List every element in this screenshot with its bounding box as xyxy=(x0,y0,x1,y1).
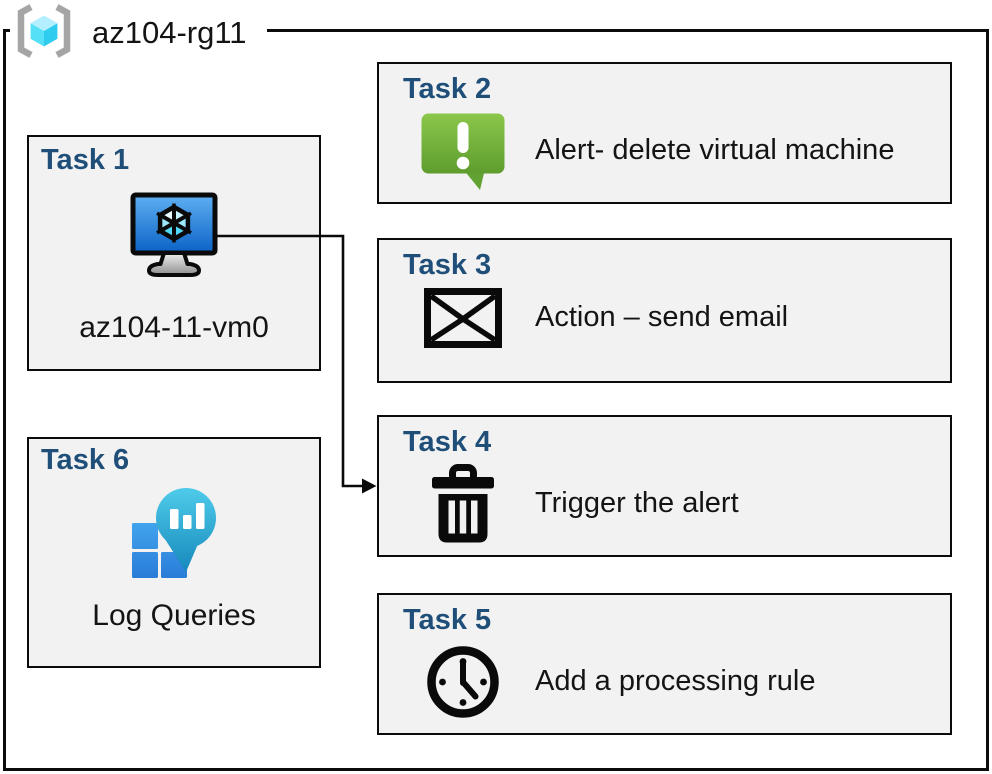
task-2-heading: Task 2 xyxy=(403,73,492,105)
task-5-box: Task 5 Add a processing rule xyxy=(377,593,952,735)
resource-group-frame xyxy=(3,29,989,771)
resource-group-header: az104-rg11 xyxy=(10,3,267,63)
log-analytics-icon xyxy=(126,484,222,585)
task-6-box: Task 6 Log Q xyxy=(27,437,321,668)
task-3-label: Action – send email xyxy=(535,301,789,334)
email-envelope-icon xyxy=(419,287,507,349)
task-6-heading: Task 6 xyxy=(41,444,130,476)
resource-group-icon xyxy=(14,3,74,64)
clock-schedule-icon xyxy=(419,642,507,722)
log-queries-label: Log Queries xyxy=(92,598,256,632)
task-3-heading: Task 3 xyxy=(403,249,492,281)
task-5-label: Add a processing rule xyxy=(535,665,816,698)
alert-message-icon xyxy=(419,111,507,191)
task-4-box: Task 4 Trigger the alert xyxy=(377,415,952,557)
task-3-box: Task 3 Action – send email xyxy=(377,238,952,383)
trash-delete-icon xyxy=(419,463,507,544)
resource-group-name: az104-rg11 xyxy=(92,15,247,50)
task-4-label: Trigger the alert xyxy=(535,487,739,520)
task-1-heading: Task 1 xyxy=(41,144,130,176)
task-4-heading: Task 4 xyxy=(403,426,492,458)
task-2-box: Task 2 Alert- delete virtual machine xyxy=(377,62,952,204)
virtual-machine-icon xyxy=(124,190,224,287)
task-1-box: Task 1 xyxy=(27,135,321,371)
task-5-heading: Task 5 xyxy=(403,604,492,636)
vm-name-label: az104-11-vm0 xyxy=(79,310,269,344)
task-2-label: Alert- delete virtual machine xyxy=(535,134,895,167)
